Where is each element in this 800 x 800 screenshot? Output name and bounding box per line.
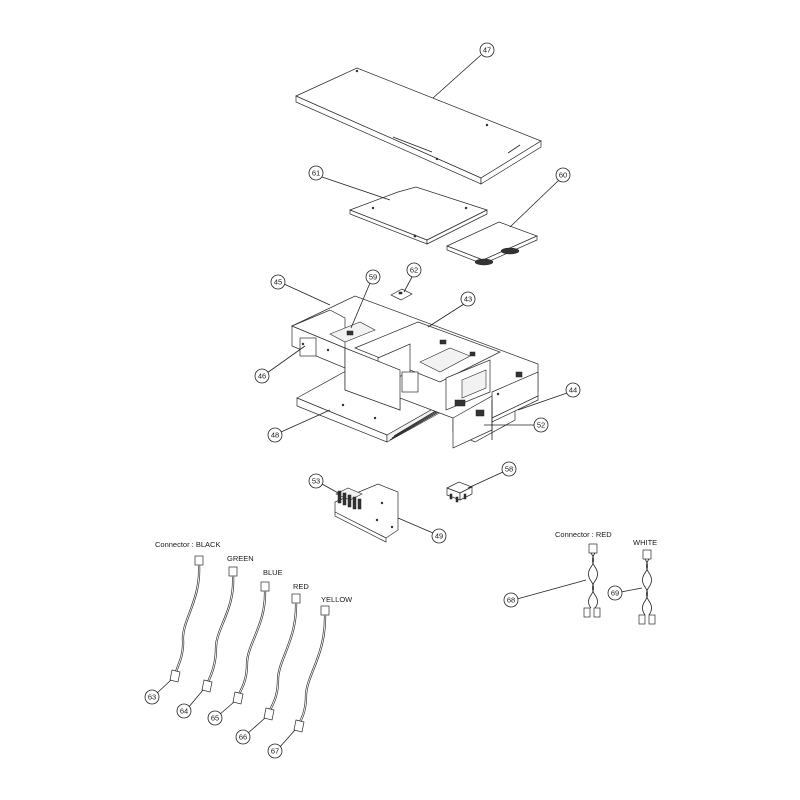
label-connector-black: Connector : BLACK <box>155 540 220 549</box>
callout-46: 46 <box>254 368 270 384</box>
cable-67-yellow <box>293 605 330 733</box>
label-yellow: YELLOW <box>321 595 353 604</box>
callout-65: 65 <box>207 710 223 726</box>
part-48-heatsink <box>296 365 446 443</box>
part-53-terminal-block <box>335 487 363 510</box>
callout-59-text: 59 <box>369 273 377 282</box>
callout-66: 66 <box>235 729 251 745</box>
callout-53-text: 53 <box>312 477 320 486</box>
part-58-switch <box>446 481 473 503</box>
callout-49: 49 <box>431 528 447 544</box>
part-47-top-cover <box>295 67 542 185</box>
callout-65-text: 65 <box>211 714 219 723</box>
callout-45: 45 <box>270 274 286 290</box>
label-blue: BLUE <box>263 568 283 577</box>
callout-59: 59 <box>365 269 381 285</box>
callout-49-text: 49 <box>435 532 443 541</box>
callout-61-text: 61 <box>312 169 320 178</box>
callout-66-text: 66 <box>239 733 247 742</box>
callout-43-text: 43 <box>464 295 472 304</box>
callout-52-text: 52 <box>537 421 545 430</box>
cable-65-blue <box>232 581 270 705</box>
callout-44: 44 <box>565 382 581 398</box>
cable-63-black <box>169 555 204 683</box>
callout-61: 61 <box>308 165 324 181</box>
callout-58-text: 58 <box>505 465 513 474</box>
callout-58: 58 <box>501 461 517 477</box>
cable-64-green <box>201 566 238 693</box>
callout-46-text: 46 <box>258 372 266 381</box>
callout-67: 67 <box>267 743 283 759</box>
cable-66-red <box>263 593 301 721</box>
callout-63-text: 63 <box>148 693 156 702</box>
callout-43: 43 <box>460 291 476 307</box>
callout-69: 69 <box>607 585 623 601</box>
label-white: WHITE <box>633 538 657 547</box>
callout-60: 60 <box>555 167 571 183</box>
part-62-small-bracket <box>390 288 413 301</box>
part-45-main-chassis <box>291 295 539 449</box>
callout-64-text: 64 <box>180 707 188 716</box>
callout-48: 48 <box>267 427 283 443</box>
callout-48-text: 48 <box>271 431 279 440</box>
cable-68-red-twisted <box>583 543 601 618</box>
callout-47-text: 47 <box>483 46 491 55</box>
callout-64: 64 <box>176 703 192 719</box>
callout-67-text: 67 <box>271 747 279 756</box>
callout-47: 47 <box>479 42 495 58</box>
callout-68-text: 68 <box>507 596 515 605</box>
part-61-board-plate <box>349 186 488 245</box>
part-60-board <box>446 221 538 266</box>
label-red: RED <box>293 582 309 591</box>
callout-60-text: 60 <box>559 171 567 180</box>
callout-63: 63 <box>144 689 160 705</box>
cable-69-white-twisted <box>638 549 656 625</box>
callout-53: 53 <box>308 473 324 489</box>
callout-69-text: 69 <box>611 589 619 598</box>
callout-45-text: 45 <box>274 278 282 287</box>
callout-68: 68 <box>503 592 519 608</box>
label-connector-red: Connector : RED <box>555 530 612 539</box>
callout-52: 52 <box>533 417 549 433</box>
callout-44-text: 44 <box>569 386 577 395</box>
label-green: GREEN <box>227 554 254 563</box>
callout-62-text: 62 <box>410 266 418 275</box>
callout-62: 62 <box>406 262 422 278</box>
